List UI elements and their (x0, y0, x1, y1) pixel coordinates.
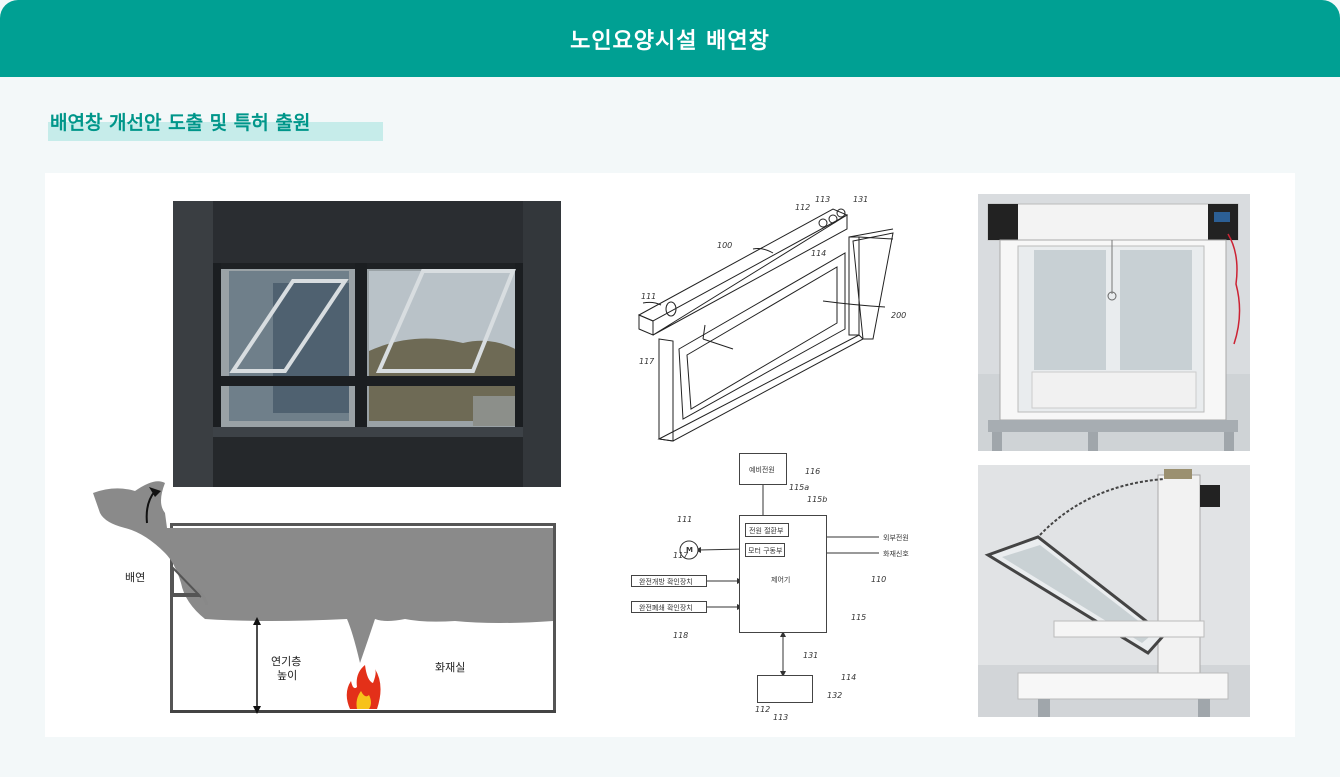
switch-unit-label: 전원 절환부 (749, 527, 784, 535)
section-heading: 배연창 개선안 도출 및 특허 출원 (48, 108, 383, 141)
open-check-box (631, 575, 707, 587)
content-panel: 배연 연기층 높이 화재실 (45, 173, 1295, 737)
prototype-open-photo (978, 465, 1250, 717)
backup-power-box (739, 453, 787, 485)
ref-115: 115 (851, 613, 867, 622)
ref-113: 113 (815, 195, 831, 204)
control-block-diagram: 예비전원 116 전원 절환부 모터 구동부 제어기 M 완전개방 확인장치 완… (621, 451, 917, 727)
ref-100: 100 (717, 241, 733, 250)
ref-132: 132 (827, 691, 843, 700)
ref-114-b: 114 (841, 673, 857, 682)
section-highlight (48, 122, 383, 141)
fire-signal-label: 화재신호 (883, 550, 909, 558)
ref-111-b: 111 (677, 515, 693, 524)
close-check-label: 완전폐쇄 확인장치 (639, 604, 693, 612)
sensor-box (757, 675, 813, 703)
external-power-label: 외부전원 (883, 534, 909, 542)
ref-117: 117 (639, 357, 655, 366)
ref-200: 200 (891, 311, 907, 320)
controller-label: 제어기 (771, 576, 791, 584)
ref-111: 111 (641, 292, 657, 301)
ref-112-b: 112 (755, 705, 771, 714)
motor-symbol: M (686, 546, 693, 554)
backup-power-label: 예비전원 (749, 466, 775, 474)
ref-110: 110 (871, 575, 887, 584)
ref-112: 112 (795, 203, 811, 212)
patent-isometric-drawing: 100 111 112 113 114 117 131 200 (623, 189, 915, 445)
switch-unit-box (745, 523, 789, 537)
prototype-closed-photo (978, 194, 1250, 451)
fire-room-label: 화재실 (435, 661, 466, 674)
smoke-layer-diagram: 배연 연기층 높이 화재실 (85, 473, 565, 719)
ref-131-b: 131 (803, 651, 819, 660)
smoke-layer-label: 연기층 (271, 655, 302, 668)
ref-131: 131 (853, 195, 869, 204)
smoke-height-label: 높이 (277, 669, 298, 682)
page-title: 노인요양시설 배연창 (570, 28, 770, 54)
ref-116: 116 (805, 467, 821, 476)
section-title: 배연창 개선안 도출 및 특허 출원 (50, 112, 311, 134)
open-check-label: 완전개방 확인장치 (639, 578, 693, 586)
window-photo (173, 201, 561, 487)
motor-drive-label: 모터 구동부 (748, 547, 783, 555)
ref-115a: 115a (789, 483, 810, 492)
ref-118: 118 (673, 631, 689, 640)
ref-113-b: 113 (773, 713, 789, 722)
ref-115b: 115b (807, 495, 828, 504)
ref-117-b: 117 (673, 551, 689, 560)
motor-drive-box (745, 543, 785, 557)
page-header: 노인요양시설 배연창 (0, 0, 1340, 77)
exhaust-label: 배연 (125, 571, 146, 584)
ref-114: 114 (811, 249, 827, 258)
close-check-box (631, 601, 707, 613)
